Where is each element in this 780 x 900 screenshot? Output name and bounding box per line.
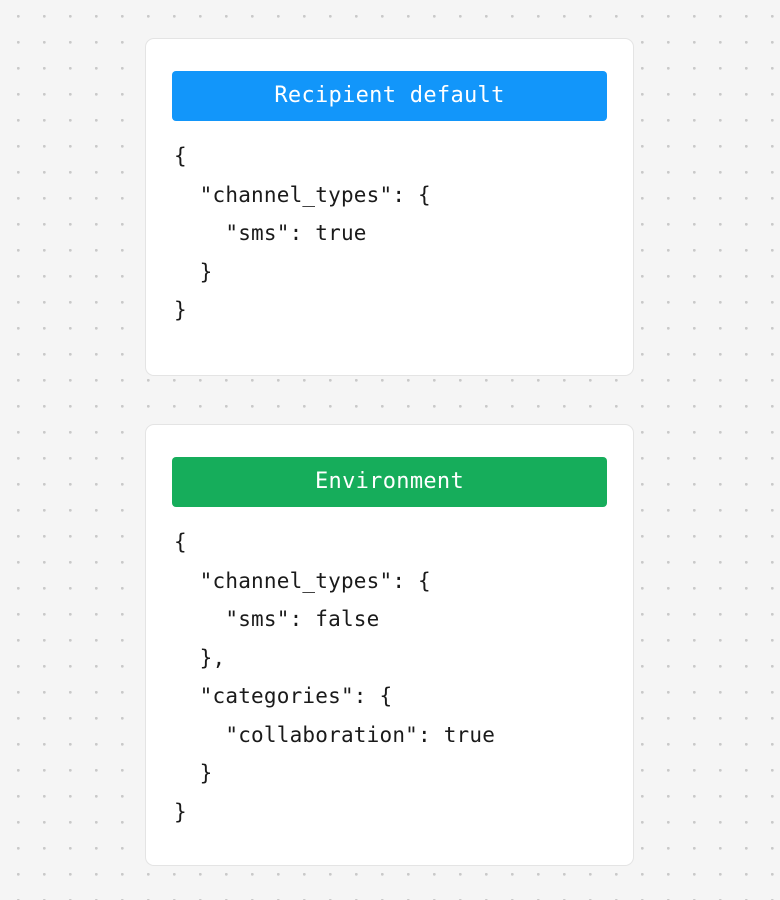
code-line: { xyxy=(174,144,187,168)
code-line: "channel_types": { xyxy=(174,568,431,593)
card-title-environment: Environment xyxy=(315,469,464,494)
card-body-environment: { "channel_types": { "sms": false }, "ca… xyxy=(174,523,615,831)
code-line: "categories": { xyxy=(174,684,393,708)
code-line: }, xyxy=(174,645,226,670)
code-line: "collaboration": true xyxy=(174,722,496,747)
card-title-recipient-default: Recipient default xyxy=(274,83,505,108)
card-environment[interactable]: Environment { "channel_types": { "sms": … xyxy=(145,424,634,866)
code-line: "channel_types": { xyxy=(174,182,431,207)
card-body-recipient-default: { "channel_types": { "sms": true } } xyxy=(174,137,615,330)
code-line: } xyxy=(174,259,213,284)
code-line: } xyxy=(174,799,187,824)
code-line: } xyxy=(174,761,213,785)
code-line: "sms": true xyxy=(174,221,367,245)
code-line: "sms": false xyxy=(174,607,380,631)
code-line: { xyxy=(174,530,187,554)
card-header-environment: Environment xyxy=(172,457,607,507)
code-line: } xyxy=(174,298,187,322)
card-header-recipient-default: Recipient default xyxy=(172,71,607,121)
card-recipient-default[interactable]: Recipient default { "channel_types": { "… xyxy=(145,38,634,376)
